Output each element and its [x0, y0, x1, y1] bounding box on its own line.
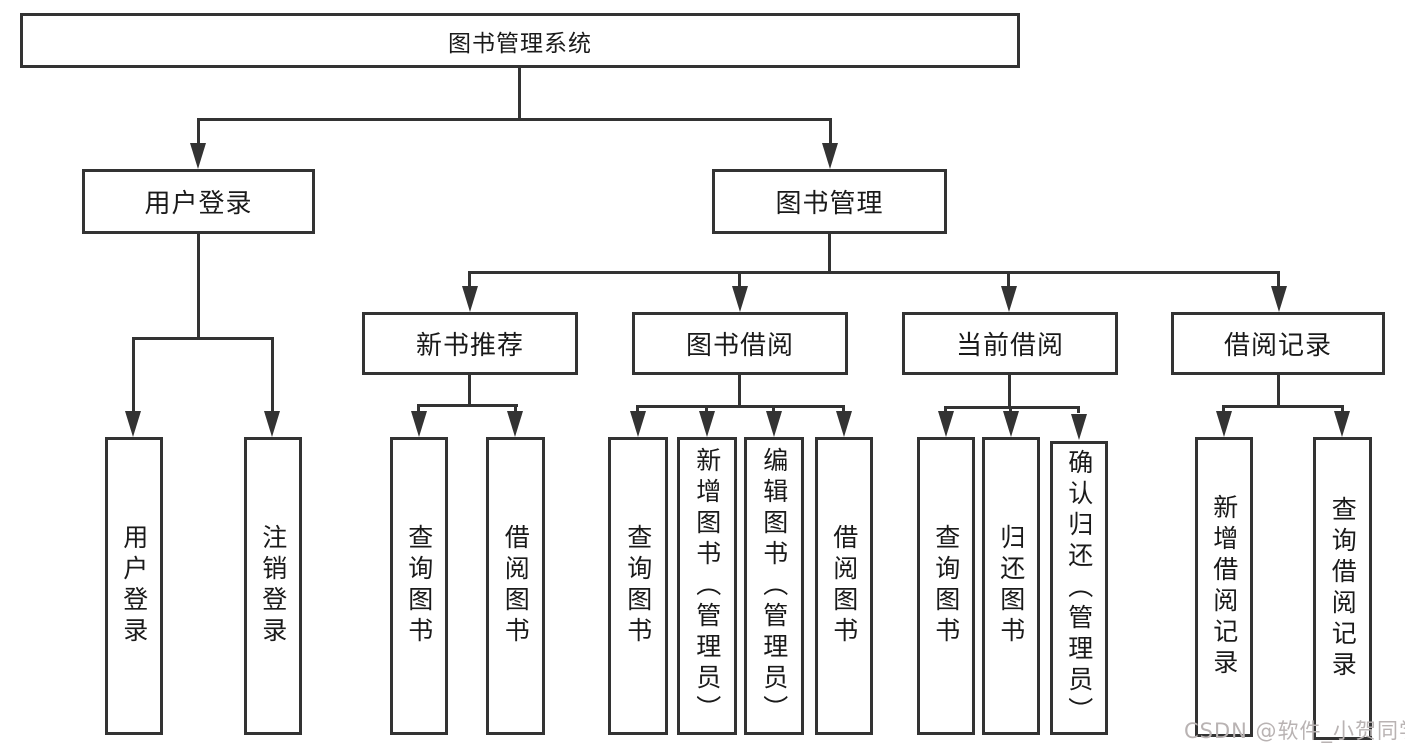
csdn-watermark: CSDN @软件_小贺同学	[1184, 719, 1405, 743]
connector-line	[468, 375, 471, 404]
connector-line	[1222, 405, 1344, 408]
leaf-logout: 注销登录	[244, 437, 302, 735]
arrowhead-down	[190, 143, 206, 169]
connector-line	[772, 405, 775, 413]
leaf-confirm-return-admin: 确认归还（管理员）	[1050, 441, 1108, 735]
connector-line	[197, 118, 200, 146]
arrowhead-down	[1071, 414, 1087, 440]
arrowhead-down	[1001, 286, 1017, 312]
leaf-user-login: 用户登录	[105, 437, 163, 735]
node-user-login: 用户登录	[82, 169, 315, 234]
arrowhead-down	[1271, 286, 1287, 312]
connector-line	[1007, 271, 1010, 288]
connector-line	[417, 404, 518, 407]
connector-line	[1277, 375, 1280, 405]
connector-line	[1341, 405, 1344, 413]
connector-line	[944, 406, 947, 413]
node-book-management: 图书管理	[712, 169, 947, 234]
leaf-query-borrow-record: 查询借阅记录	[1313, 437, 1372, 740]
connector-line	[842, 405, 845, 413]
connector-line	[1009, 406, 1012, 413]
arrowhead-down	[836, 411, 852, 437]
leaf-add-borrow-record: 新增借阅记录	[1195, 437, 1253, 737]
leaf-borrow-book: 借阅图书	[815, 437, 873, 735]
arrowhead-down	[462, 286, 478, 312]
connector-line	[828, 234, 831, 271]
leaf-return-book: 归还图书	[982, 437, 1040, 735]
connector-line	[468, 271, 471, 288]
arrowhead-down	[1334, 411, 1350, 437]
connector-line	[132, 337, 135, 411]
arrowhead-down	[125, 411, 141, 437]
arrowhead-down	[822, 143, 838, 169]
leaf-edit-book-admin: 编辑图书（管理员）	[744, 437, 804, 735]
arrowhead-down	[411, 411, 427, 437]
connector-line	[738, 271, 741, 288]
connector-line	[1277, 271, 1280, 288]
node-book-borrowing: 图书借阅	[632, 312, 848, 375]
leaf-query-book: 查询图书	[917, 437, 975, 735]
arrowhead-down	[630, 411, 646, 437]
connector-line	[1077, 406, 1080, 413]
connector-line	[944, 406, 1080, 409]
connector-line	[738, 375, 741, 405]
node-borrowing-records: 借阅记录	[1171, 312, 1385, 375]
arrowhead-down	[766, 411, 782, 437]
node-new-book-recommend: 新书推荐	[362, 312, 578, 375]
connector-line	[1222, 405, 1225, 413]
connector-line	[514, 404, 517, 413]
connector-line	[271, 337, 274, 411]
connector-line	[1008, 375, 1011, 406]
connector-line	[132, 337, 274, 340]
leaf-query-book: 查询图书	[608, 437, 668, 735]
node-root-library-system: 图书管理系统	[20, 13, 1020, 68]
arrowhead-down	[264, 411, 280, 437]
connector-line	[468, 271, 1280, 274]
leaf-borrow-book: 借阅图书	[486, 437, 545, 735]
leaf-add-book-admin: 新增图书（管理员）	[677, 437, 737, 735]
connector-line	[636, 405, 639, 413]
arrowhead-down	[507, 411, 523, 437]
connector-line	[417, 404, 420, 413]
connector-line	[829, 118, 832, 146]
connector-line	[197, 118, 832, 121]
connector-line	[197, 234, 200, 337]
arrowhead-down	[938, 411, 954, 437]
connector-line	[705, 405, 708, 413]
leaf-query-book: 查询图书	[390, 437, 448, 735]
arrowhead-down	[732, 286, 748, 312]
arrowhead-down	[1216, 411, 1232, 437]
connector-line	[518, 68, 521, 118]
connector-line	[636, 405, 845, 408]
node-current-borrowing: 当前借阅	[902, 312, 1118, 375]
arrowhead-down	[699, 411, 715, 437]
arrowhead-down	[1003, 411, 1019, 437]
